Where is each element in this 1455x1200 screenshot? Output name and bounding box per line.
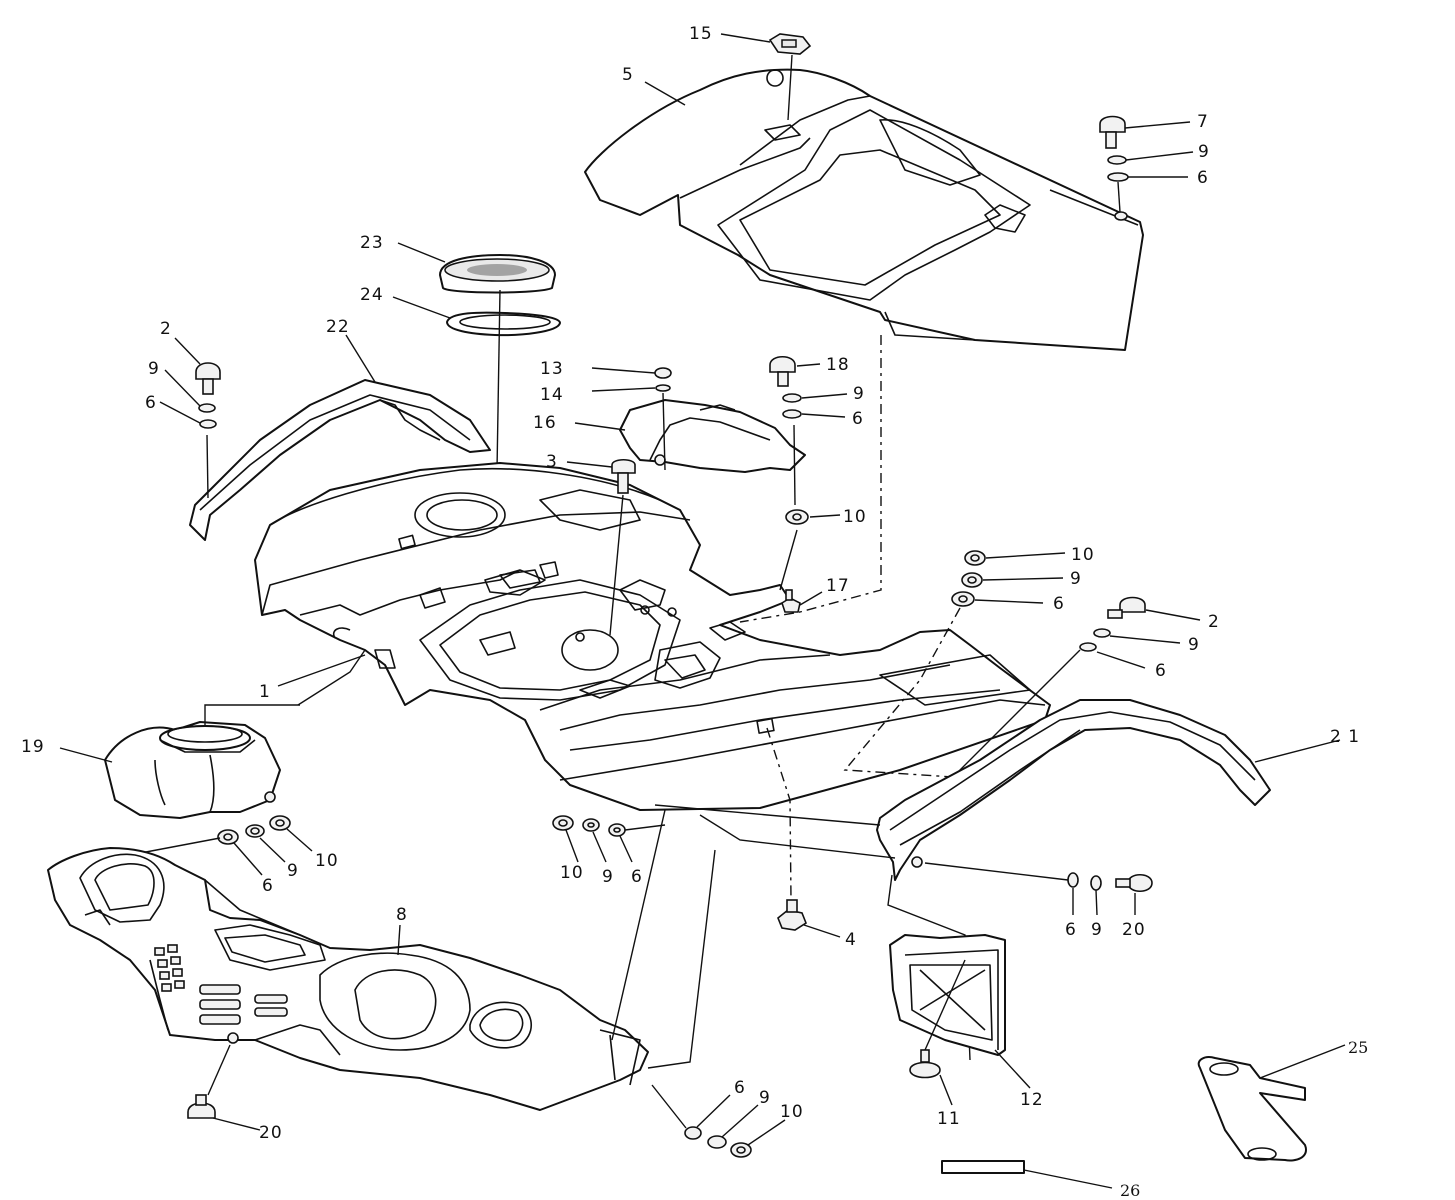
callout-6g: 6 — [631, 867, 643, 887]
callout-1: 1 — [259, 682, 271, 702]
callout-19: 19 — [21, 737, 45, 757]
callout-5: 5 — [622, 65, 634, 85]
callout-12: 12 — [1020, 1090, 1044, 1110]
washer-set-left — [129, 815, 313, 876]
clip-part-15 — [720, 33, 812, 121]
screw-part-18 — [769, 355, 848, 591]
callout-7: 7 — [1197, 112, 1209, 132]
callout-24: 24 — [360, 285, 384, 305]
callout-9i: 9 — [759, 1088, 771, 1108]
callout-6f: 6 — [262, 876, 274, 896]
rear-cover-part-5 — [584, 68, 1144, 351]
right-fender-part-21 — [876, 699, 1271, 881]
callout-9d: 9 — [1070, 569, 1082, 589]
callout-9b: 9 — [148, 359, 160, 379]
callout-8: 8 — [396, 905, 408, 925]
callout-9g: 9 — [602, 867, 614, 887]
callout-11: 11 — [937, 1109, 961, 1129]
callout-16: 16 — [533, 413, 557, 433]
callout-9a: 9 — [1198, 142, 1210, 162]
callout-9f: 9 — [287, 861, 299, 881]
callout-6c: 6 — [852, 409, 864, 429]
bolt-part-3 — [566, 458, 636, 636]
fuel-cap-part-23 — [439, 254, 556, 294]
washer-set-center — [552, 815, 666, 863]
callout-9c: 9 — [853, 384, 865, 404]
screw-part-20-left — [187, 1044, 261, 1131]
gasket-part-24 — [446, 311, 561, 337]
nut-part-4 — [777, 899, 841, 938]
callout-10e: 10 — [780, 1102, 804, 1122]
callout-10c: 10 — [315, 851, 339, 871]
fastener-part-11 — [909, 959, 966, 1106]
callout-14: 14 — [540, 385, 564, 405]
washer-set-bottom — [684, 1094, 786, 1158]
left-fender-part-22 — [189, 379, 491, 541]
washer-set-right — [951, 550, 1066, 607]
screw-part-2-left — [159, 337, 221, 499]
screw-part-7 — [1099, 115, 1194, 221]
callout-10a: 10 — [843, 507, 867, 527]
callout-26: 26 — [1120, 1181, 1140, 1200]
callout-6h: 6 — [1065, 920, 1077, 940]
nut-part-13 — [591, 367, 672, 471]
callout-17: 17 — [826, 576, 850, 596]
strap-part-25 — [1197, 1044, 1346, 1162]
callout-6d: 6 — [1053, 594, 1065, 614]
callout-21: 2 1 — [1330, 727, 1360, 747]
callout-22: 22 — [326, 317, 350, 337]
callout-25: 25 — [1348, 1038, 1368, 1057]
bracket-part-16 — [619, 399, 806, 473]
callout-20b: 20 — [1122, 920, 1146, 940]
callout-23: 23 — [360, 233, 384, 253]
callout-20a: 20 — [259, 1123, 283, 1143]
screw-part-20-right — [924, 862, 1153, 916]
callout-2b: 2 — [1208, 612, 1220, 632]
callout-6a: 6 — [1197, 168, 1209, 188]
callout-10b: 10 — [1071, 545, 1095, 565]
filler-neck-part-19 — [104, 721, 281, 819]
fastener-part-17 — [781, 589, 823, 613]
label-part-26 — [941, 1160, 1113, 1189]
callout-4: 4 — [845, 930, 857, 950]
callout-6b: 6 — [145, 393, 157, 413]
callout-15: 15 — [689, 24, 713, 44]
main-body-part-1 — [254, 462, 1051, 811]
callout-3: 3 — [546, 452, 558, 472]
callout-13: 13 — [540, 359, 564, 379]
callout-10d: 10 — [560, 863, 584, 883]
callout-labels: 15 5 7 9 6 23 24 2 22 9 6 13 14 16 3 18 … — [21, 24, 1368, 1200]
guard-part-12 — [889, 934, 1006, 1056]
callout-18: 18 — [826, 355, 850, 375]
callout-9h: 9 — [1091, 920, 1103, 940]
callout-9e: 9 — [1188, 635, 1200, 655]
callout-6e: 6 — [1155, 661, 1167, 681]
front-panel-part-8 — [47, 847, 649, 1111]
callout-6i: 6 — [734, 1078, 746, 1098]
callout-2a: 2 — [160, 319, 172, 339]
